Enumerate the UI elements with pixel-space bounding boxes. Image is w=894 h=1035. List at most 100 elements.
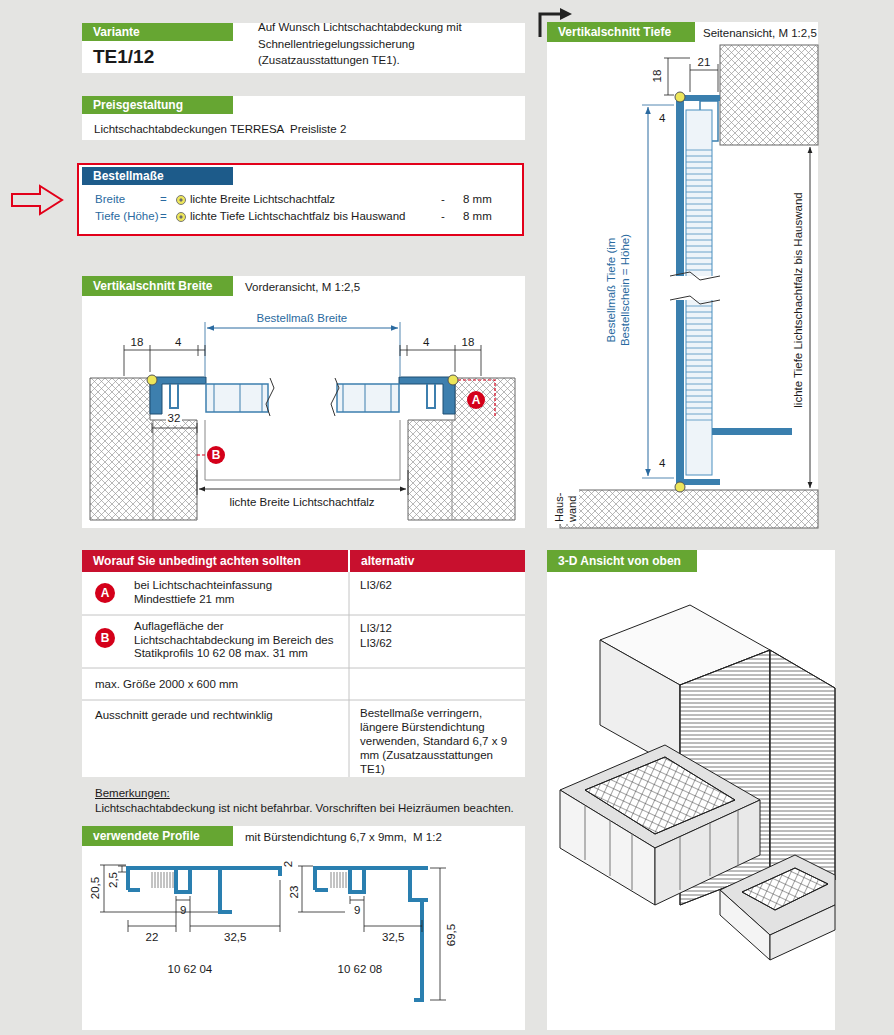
section-width	[147, 375, 157, 385]
panel-background	[547, 550, 835, 1030]
panel-heading: 3-D Ansicht von oben	[547, 550, 697, 572]
price-panel: PreisgestaltungLichtschachtabdeckungen T…	[82, 96, 525, 140]
section-depth	[810, 147, 811, 488]
dimension-value: 9	[180, 903, 186, 917]
reference-marker	[180, 199, 182, 201]
table-heading: alternativ	[350, 550, 525, 572]
dimension-value: 4	[423, 335, 429, 349]
section-width	[206, 384, 268, 412]
variant-code: TE1/12	[82, 41, 233, 73]
order-field: Tiefe (Höhe)	[95, 209, 159, 223]
minus-sign: -	[441, 192, 445, 206]
section-width	[205, 322, 400, 376]
panel-background	[77, 163, 524, 236]
isometric-view	[560, 605, 835, 960]
view-3d-panel: 3-D Ansicht von oben	[547, 550, 835, 1030]
isometric-view	[720, 890, 770, 960]
section-width	[408, 378, 515, 520]
remarks-text: Lichtschachtabdeckung ist nicht befahrba…	[95, 801, 514, 815]
price-text: Lichtschachtabdeckungen TERRESA Preislis…	[94, 122, 346, 136]
section-width	[90, 322, 515, 520]
order-field: Breite	[95, 192, 125, 206]
pointer-arrow	[12, 186, 62, 214]
profile-number: 10 62 04	[168, 962, 213, 976]
section-width	[207, 328, 398, 329]
isometric-view	[742, 868, 828, 910]
profile-drawing	[128, 868, 280, 912]
equals-sign: =	[160, 209, 167, 223]
dimension-value: 2,5	[106, 872, 120, 888]
callout-letter: B	[95, 628, 115, 648]
isometric-view	[560, 790, 655, 905]
panel-subtitle: Seitenansicht, M 1:2,5	[703, 26, 817, 40]
panel-background	[82, 276, 525, 528]
profile-number: 10 62 08	[338, 962, 383, 976]
section-width	[153, 420, 452, 520]
dimension-value: 18	[131, 335, 144, 349]
table-cell: max. Größe 2000 x 600 mm	[95, 677, 238, 691]
callout-letter: A	[95, 583, 115, 603]
table-grid	[82, 572, 525, 777]
dimension-label: Bestellmaß Tiefe (im Bestellschein = Höh…	[604, 230, 632, 350]
table-cell: LI3/12	[360, 621, 392, 635]
description-text: Auf Wunsch Lichtschachtabdeckung mit Sch…	[258, 19, 480, 69]
order-rule: lichte Breite Lichtschachtfalz	[190, 192, 335, 206]
panel-heading: Vertikalschnitt Tiefe	[547, 22, 695, 42]
order-value: 8 mm	[463, 209, 492, 223]
section-width	[124, 345, 205, 376]
isometric-view	[770, 905, 835, 960]
profile-drawing	[430, 868, 446, 1000]
section-depth	[720, 45, 818, 145]
profile-drawing	[100, 865, 218, 912]
reference-marker	[177, 196, 186, 222]
dimension-value: 22	[146, 930, 159, 944]
isometric-view	[742, 868, 828, 910]
section-width	[448, 375, 458, 385]
dimension-label: Bestellmaß Breite	[257, 311, 348, 325]
pointer-arrow	[12, 186, 62, 214]
section-width	[343, 384, 391, 412]
section-depth	[648, 107, 649, 476]
section-depth	[675, 482, 685, 492]
reference-marker	[177, 213, 186, 222]
table-cell: LI3/62	[360, 578, 392, 592]
section-width	[400, 345, 481, 376]
order-rule: lichte Tiefe Lichtschachtfalz bis Hauswa…	[190, 209, 405, 223]
isometric-view	[770, 650, 835, 880]
reference-marker	[177, 196, 186, 205]
profile-panel: verwendete Profilemit Bürstendichtung 6,…	[82, 826, 525, 1030]
callout-circle: B	[95, 628, 115, 648]
section-width	[197, 454, 207, 455]
section-width	[458, 380, 495, 418]
dimension-value: 69,5	[444, 924, 458, 946]
profile-drawing	[331, 872, 346, 888]
panel-background	[82, 96, 525, 140]
section-width	[337, 384, 399, 412]
section-depth	[686, 150, 712, 270]
dimension-value: 20,5	[88, 877, 102, 899]
profile-drawing	[128, 880, 280, 932]
profile-drawing	[152, 872, 173, 888]
section-width	[266, 378, 339, 416]
isometric-view	[585, 806, 738, 890]
table-cell: Auflagefläche der Lichtschachtabdeckung …	[134, 620, 344, 661]
minus-sign: -	[441, 209, 445, 223]
dimension-value: 4	[175, 335, 181, 349]
panel-subtitle: Vorderansicht, M 1:2,5	[245, 280, 360, 294]
dimension-value: 18	[650, 70, 664, 83]
panel-heading: verwendete Profile	[82, 826, 233, 846]
section-depth	[560, 45, 818, 528]
callout-circle: B	[207, 446, 225, 464]
callout-circle: A	[467, 391, 485, 409]
table-cell: LI3/62	[360, 636, 392, 650]
reference-marker	[180, 216, 182, 218]
wall-label: Haus- wand	[553, 488, 579, 524]
section-depth	[670, 272, 720, 304]
dimension-label: lichte Breite Lichtschachtfalz	[230, 495, 375, 509]
profile-drawing	[350, 896, 422, 932]
section-depth	[675, 92, 685, 102]
table-heading: Worauf Sie unbedingt achten sollten	[82, 550, 348, 572]
panel-heading: Bestellmaße	[82, 167, 233, 185]
